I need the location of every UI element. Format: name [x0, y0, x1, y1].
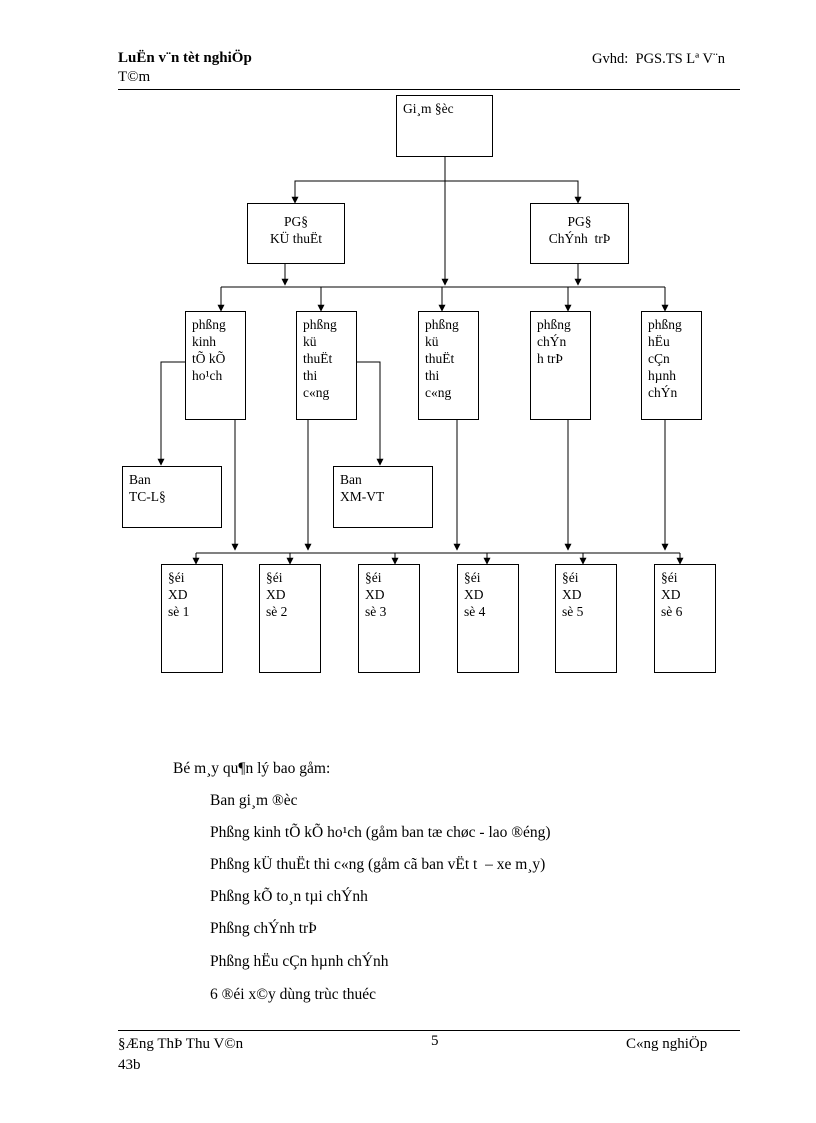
dept-line: cÇn	[648, 351, 670, 366]
dept-line: kü	[425, 334, 439, 349]
deputy-politics-line1: PG§	[567, 214, 592, 229]
team-line: XD	[266, 587, 286, 602]
deputy-technical-line1: PG§	[283, 214, 308, 229]
team-line: §éi	[464, 570, 481, 585]
team-4-box: §éi XD sè 4	[457, 564, 519, 673]
dept-line: hËu	[648, 334, 670, 349]
dept-line: thuËt	[425, 351, 455, 366]
team-line: XD	[562, 587, 582, 602]
management-item: Phßng kÕ to¸n tµi chÝnh	[210, 888, 368, 905]
team-line: §éi	[562, 570, 579, 585]
management-item: Phßng chÝnh trÞ	[210, 920, 317, 937]
team-line: XD	[464, 587, 484, 602]
deputy-technical-box: PG§ KÜ thuËt	[247, 203, 345, 264]
advisor-info: Gvhd: PGS.TS Lª V¨n	[592, 51, 726, 67]
team-1-box: §éi XD sè 1	[161, 564, 223, 673]
header-rule	[118, 89, 740, 90]
dept-line: phßng	[192, 317, 226, 332]
team-line: §éi	[661, 570, 678, 585]
board-line: Ban	[340, 472, 362, 487]
management-item: 6 ®éi x©y dùng trùc thuéc	[210, 986, 377, 1003]
team-line: sè 6	[661, 604, 683, 619]
board-xm-vt-box: Ban XM-VT	[333, 466, 433, 528]
team-line: §éi	[365, 570, 382, 585]
dept-logistics-admin-box: phßng hËu cÇn hµnh chÝn	[641, 311, 702, 420]
thesis-title: LuËn v¨n tèt nghiÖp	[118, 50, 252, 66]
team-line: sè 2	[266, 604, 288, 619]
dept-line: hµnh	[648, 368, 677, 383]
team-2-box: §éi XD sè 2	[259, 564, 321, 673]
dept-line: c«ng	[425, 385, 452, 400]
dept-line: chÝn	[648, 385, 678, 400]
dept-line: chÝn	[537, 334, 567, 349]
author-class: 43b	[118, 1057, 141, 1073]
dept-construction-tech-box-1: phßng kü thuËt thi c«ng	[296, 311, 357, 420]
team-line: §éi	[168, 570, 185, 585]
director-box: Gi¸m §èc	[396, 95, 493, 157]
dept-line: tÕ kÕ	[192, 351, 226, 366]
board-tc-ld-box: Ban TC-L§	[122, 466, 222, 528]
page-number: 5	[431, 1033, 439, 1049]
board-line: XM-VT	[340, 489, 385, 504]
dept-line: phßng	[425, 317, 459, 332]
dept-line: c«ng	[303, 385, 330, 400]
management-intro: Bé m¸y qu¶n lý bao gåm:	[173, 760, 331, 777]
team-line: sè 4	[464, 604, 486, 619]
dept-line: phßng	[537, 317, 571, 332]
team-line: sè 1	[168, 604, 190, 619]
dept-line: phßng	[303, 317, 337, 332]
dept-line: phßng	[648, 317, 682, 332]
dept-line: thuËt	[303, 351, 333, 366]
footer-rule	[118, 1030, 740, 1031]
management-item: Phßng kÜ thuËt thi c«ng (gåm cã ban vËt …	[210, 856, 546, 873]
team-line: sè 3	[365, 604, 387, 619]
team-3-box: §éi XD sè 3	[358, 564, 420, 673]
management-item: Phßng hËu cÇn hµnh chÝnh	[210, 953, 389, 970]
director-label: Gi¸m §èc	[403, 101, 454, 116]
board-line: Ban	[129, 472, 151, 487]
team-line: §éi	[266, 570, 283, 585]
deputy-technical-line2: KÜ thuËt	[269, 231, 323, 246]
board-line: TC-L§	[129, 489, 166, 504]
dept-economic-planning-box: phßng kinh tÕ kÕ ho¹ch	[185, 311, 246, 420]
dept-construction-tech-box-2: phßng kü thuËt thi c«ng	[418, 311, 479, 420]
thesis-title-continued: T©m	[118, 69, 151, 85]
department-name: C«ng nghiÖp	[626, 1036, 708, 1052]
dept-line: thi	[303, 368, 318, 383]
team-6-box: §éi XD sè 6	[654, 564, 716, 673]
team-line: XD	[365, 587, 385, 602]
team-5-box: §éi XD sè 5	[555, 564, 617, 673]
management-item: Phßng kinh tÕ kÕ ho¹ch (gåm ban tæ chøc …	[210, 824, 551, 841]
management-item: Ban gi¸m ®èc	[210, 792, 298, 809]
team-line: XD	[661, 587, 681, 602]
dept-politics-box: phßng chÝn h trÞ	[530, 311, 591, 420]
author-name: §Æng ThÞ Thu V©n	[118, 1036, 244, 1052]
dept-line: thi	[425, 368, 440, 383]
dept-line: h trÞ	[537, 351, 563, 366]
dept-line: kü	[303, 334, 317, 349]
team-line: XD	[168, 587, 188, 602]
team-line: sè 5	[562, 604, 584, 619]
dept-line: ho¹ch	[192, 368, 223, 383]
deputy-politics-line2: ChÝnh trÞ	[548, 231, 611, 246]
dept-line: kinh	[192, 334, 217, 349]
deputy-politics-box: PG§ ChÝnh trÞ	[530, 203, 629, 264]
